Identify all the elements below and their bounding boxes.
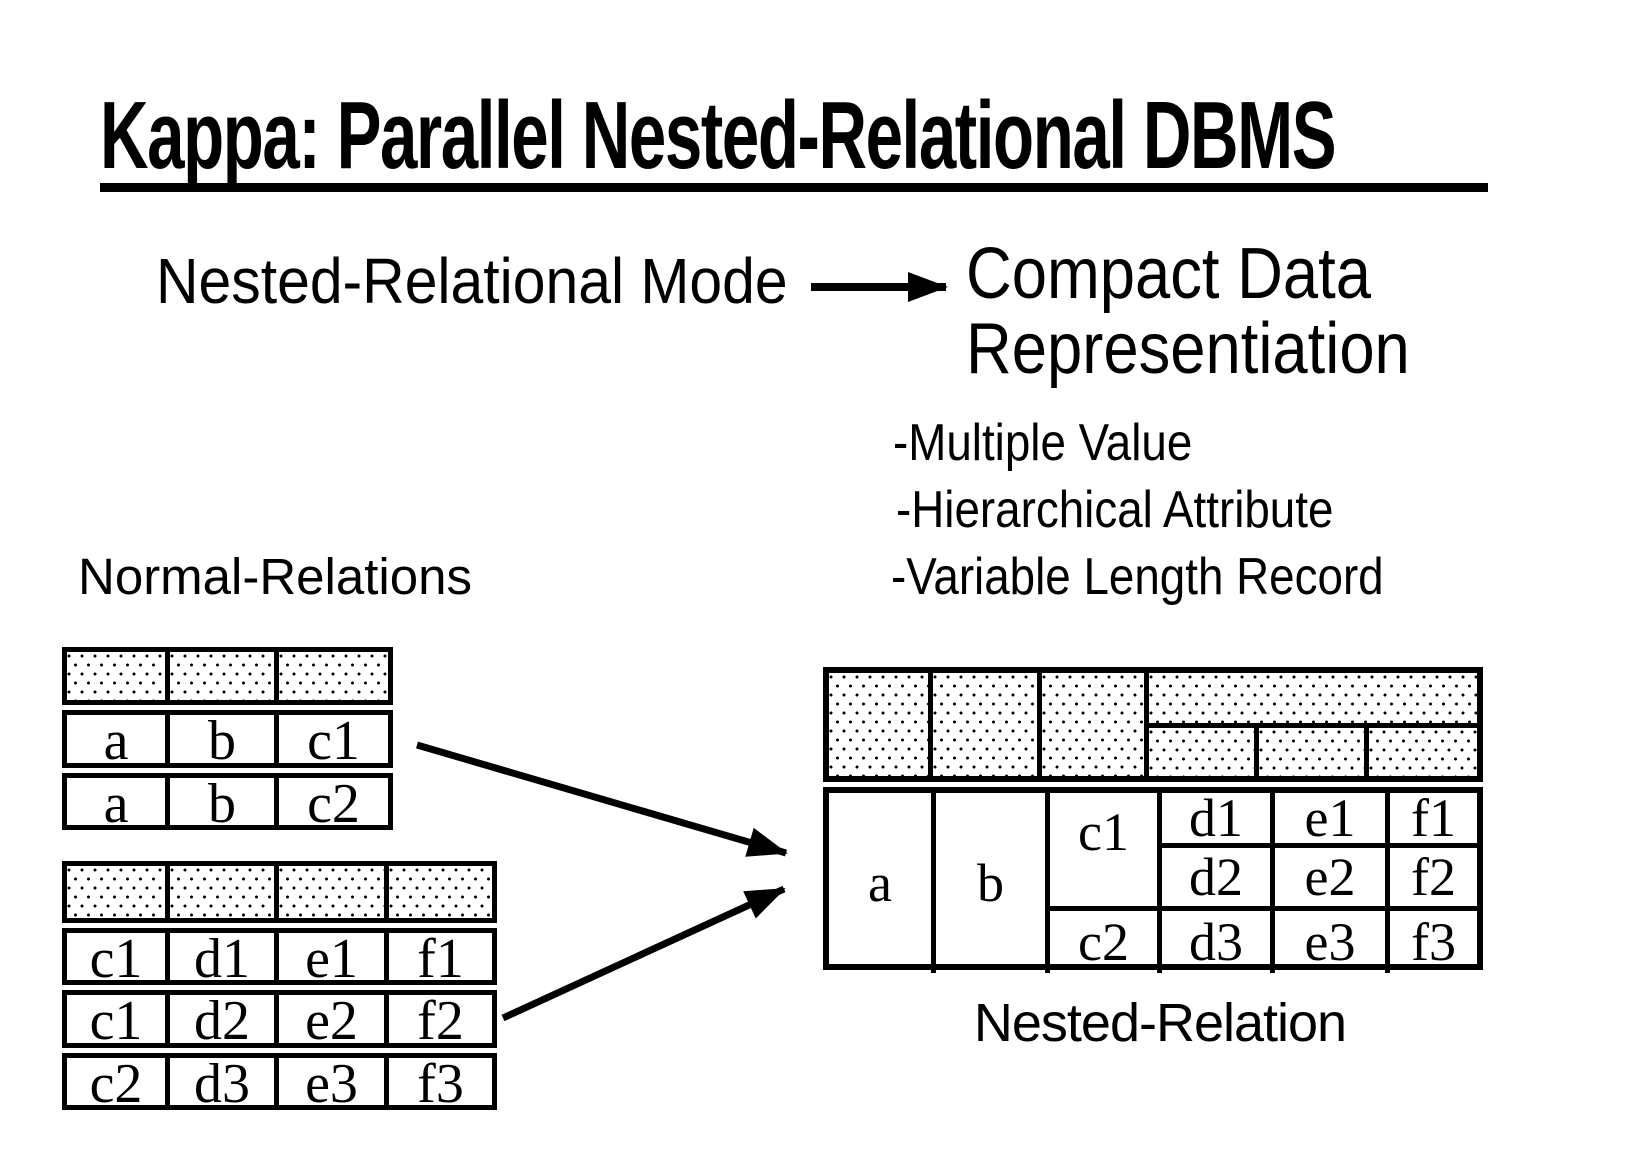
table2-header-cell-d [165, 866, 274, 918]
nested-relation-label: Nested-Relation [973, 993, 1347, 1053]
table1-to-nested-arrow-icon [416, 741, 788, 857]
nested-header-group-bar [1149, 673, 1477, 723]
table1-row-2: a b c2 [62, 772, 393, 835]
compact-data-label-line1: Compact Data [966, 234, 1371, 314]
table1-header-row [62, 647, 393, 705]
title-underline [100, 183, 1488, 192]
table2-cell: d2 [165, 990, 274, 1052]
nested-cell-c1: c1 [1045, 793, 1157, 906]
nested-header-group-def [1144, 673, 1477, 776]
nested-cell-e3: e3 [1270, 906, 1385, 973]
nested-cell-c2: c2 [1045, 906, 1157, 973]
nested-header-divider [1149, 723, 1477, 728]
nested-cell-f3: f3 [1385, 906, 1477, 973]
table1-cell: c1 [274, 710, 388, 772]
table1-cell: a [103, 710, 129, 772]
nested-table-body: a b c1 c2 d1 e1 f1 d2 e2 f2 d3 e3 f3 [823, 787, 1483, 973]
slide-title: Kappa: Parallel Nested-Relational DBMS [100, 82, 1337, 189]
nested-cell-e1: e1 [1270, 788, 1385, 848]
table2-to-nested-arrow-icon [501, 885, 786, 1022]
table2-cell: e1 [274, 928, 384, 990]
table2-cell: c1 [89, 927, 143, 990]
table2-cell: d3 [165, 1053, 274, 1115]
nested-header-subcell-d [1149, 728, 1254, 776]
nested-cell-d2: d2 [1157, 843, 1270, 907]
table2-header-cell-e [274, 866, 384, 918]
table2-header-cell-f [384, 866, 492, 918]
nested-header-subcell-e [1254, 728, 1364, 776]
table2-row-1: c1 d1 e1 f1 [62, 927, 497, 990]
normal-relations-label: Normal-Relations [78, 548, 472, 605]
table1-header-cell-c [274, 652, 388, 700]
nested-header-cell-a [829, 673, 928, 776]
compact-data-label-line2: Representiation [966, 309, 1410, 389]
table1-row-1: a b c1 [62, 710, 393, 772]
nested-header-cell-b [928, 673, 1037, 776]
feature-multiple-value: -Multiple Value [893, 414, 1193, 472]
feature-variable-length-record: -Variable Length Record [891, 548, 1384, 606]
table1-header-cell-b [165, 652, 274, 700]
table2-cell: f2 [384, 990, 492, 1052]
nested-cell-f1: f1 [1385, 788, 1477, 848]
nested-header-subrow [1149, 728, 1477, 776]
table1-cell: c2 [274, 773, 388, 835]
nested-header-cell-c [1037, 673, 1144, 776]
table2-cell: e2 [274, 990, 384, 1052]
table2-row-3: c2 d3 e3 f3 [62, 1052, 497, 1115]
table1-cell: a [103, 772, 129, 835]
nested-cell-e2: e2 [1270, 843, 1385, 907]
table2-header-cell-c [67, 866, 165, 918]
nested-table-header [823, 667, 1483, 782]
table1-cell: b [165, 710, 274, 772]
table1-header-cell-a [67, 652, 165, 700]
nested-relational-mode-label: Nested-Relational Mode [156, 245, 788, 317]
nested-cell-f2: f2 [1385, 843, 1477, 907]
table2-cell: f1 [384, 928, 492, 990]
nested-header-subcell-f [1364, 728, 1477, 776]
table2-cell: f3 [384, 1053, 492, 1115]
table2-row-2: c1 d2 e2 f2 [62, 990, 497, 1052]
nested-cell-d3: d3 [1157, 906, 1270, 973]
table1-cell: b [165, 773, 274, 835]
nested-cell-a: a [868, 853, 892, 913]
nested-cell-b: b [931, 793, 1045, 973]
nested-cell-d1: d1 [1157, 788, 1270, 848]
table2-cell: e3 [274, 1053, 384, 1115]
table2-cell: d1 [165, 928, 274, 990]
feature-hierarchical-attribute: -Hierarchical Attribute [896, 481, 1334, 539]
table2-header-row [62, 861, 497, 923]
table2-cell: c1 [89, 990, 143, 1052]
table2-cell: c2 [89, 1052, 143, 1115]
